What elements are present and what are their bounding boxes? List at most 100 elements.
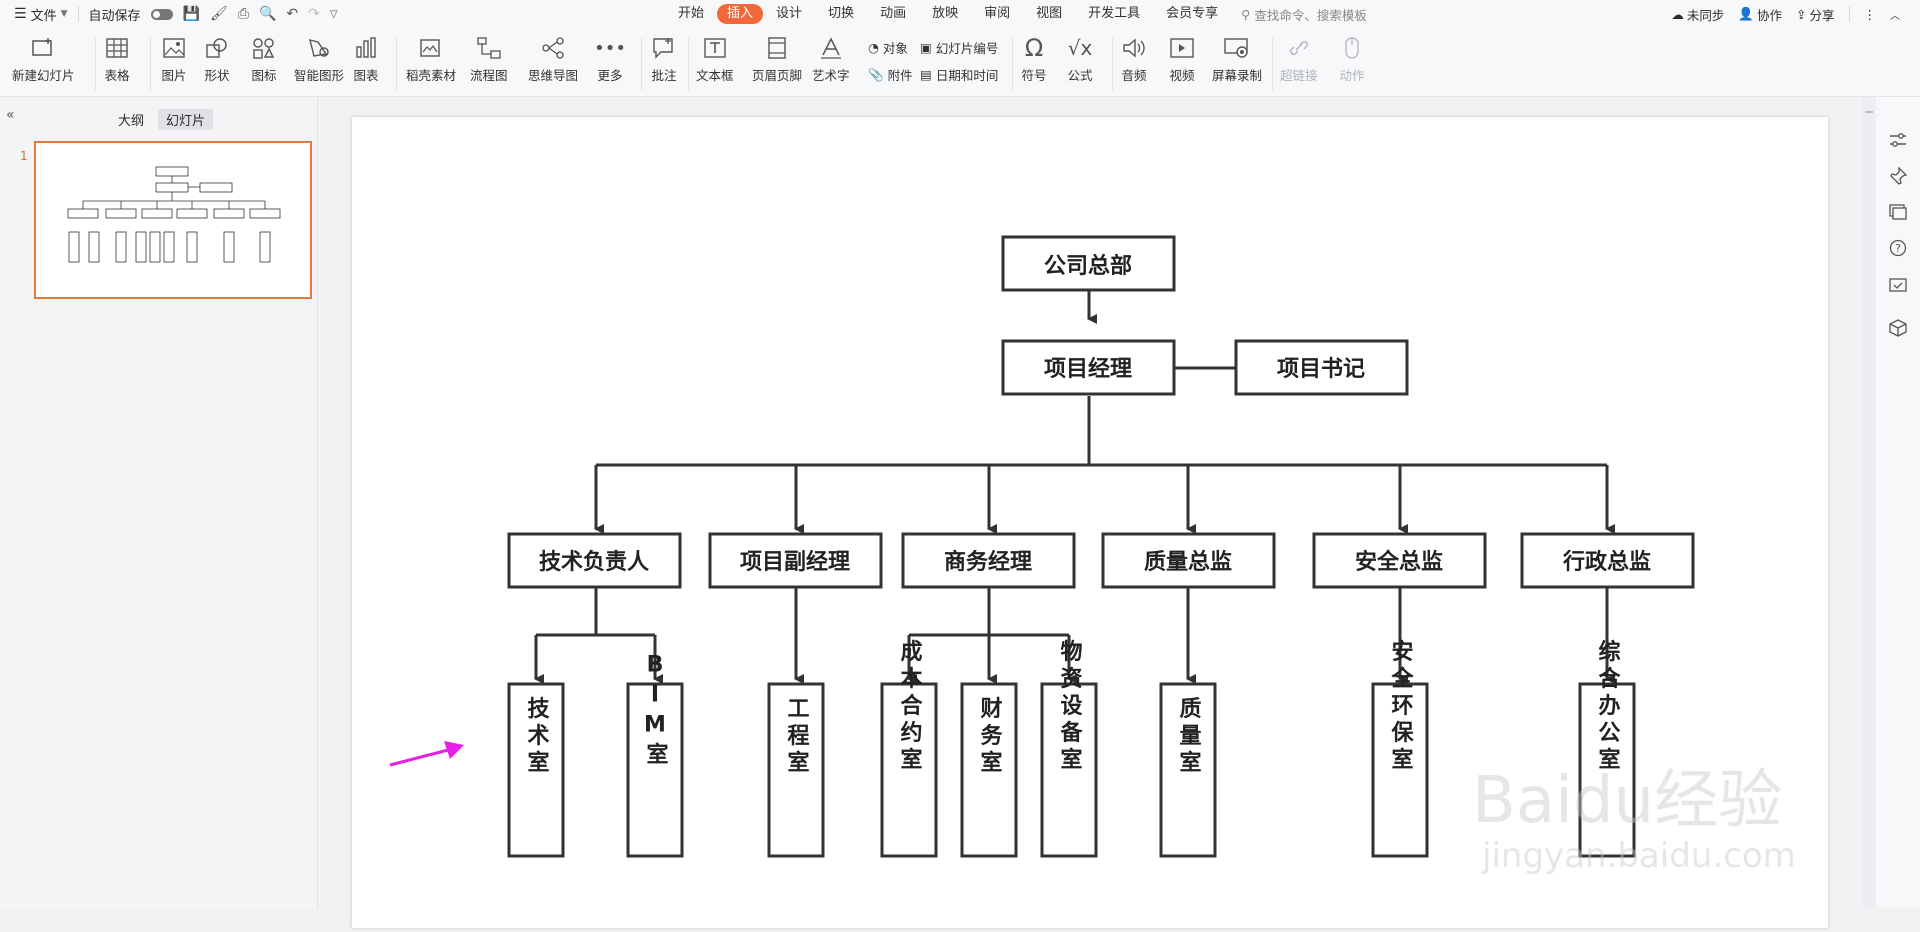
hyperlink-button[interactable]: 超链接 (1280, 34, 1318, 84)
customize-toolbar-icon[interactable]: ▽ (329, 8, 338, 20)
print-preview-icon[interactable]: 🔍 (258, 6, 277, 22)
speaker-icon (1120, 34, 1148, 62)
textbox-label: 文本框 (696, 68, 734, 83)
pin-icon[interactable] (1889, 167, 1907, 185)
org-node-level3[interactable]: 安全环保室 (1371, 639, 1429, 858)
tasks-icon[interactable] (1889, 275, 1907, 293)
org-node-secretary[interactable]: 项目书记 (1234, 339, 1409, 396)
undo-icon[interactable]: ↶ (286, 6, 299, 22)
mindmap-button[interactable]: 思维导图 (528, 34, 578, 84)
slide-thumbnail[interactable] (34, 141, 312, 299)
object-button[interactable]: ◔对象 (868, 38, 908, 57)
org-node-level3[interactable]: 财务室 (960, 682, 1018, 858)
tab-insert[interactable]: 插入 (717, 4, 764, 24)
screen-record-button[interactable]: 屏幕录制 (1212, 34, 1262, 84)
print-icon[interactable]: ⎙ (237, 6, 249, 22)
redo-icon[interactable]: ↷ (308, 6, 320, 22)
org-node-level2[interactable]: 技术负责人 (507, 532, 682, 589)
action-button[interactable]: 动作 (1338, 34, 1366, 84)
slide-number-button[interactable]: ▣幻灯片编号 (920, 38, 998, 57)
help-icon[interactable]: ? (1889, 239, 1907, 257)
autosave-label: 自动保存 (88, 8, 141, 24)
slide-number: 1 (20, 149, 28, 163)
autosave-toggle[interactable] (150, 8, 173, 20)
share-button[interactable]: ⇪ 分享 (1796, 5, 1835, 24)
audio-button[interactable]: 音频 (1120, 34, 1148, 84)
org-node-level3[interactable]: 技术室 (507, 682, 565, 858)
tab-slideshow[interactable]: 放映 (932, 6, 959, 21)
hash-icon: ▣ (920, 40, 932, 55)
tab-outline[interactable]: 大纲 (118, 114, 145, 129)
picture-button[interactable]: 图片 (160, 34, 188, 84)
org-node-level3[interactable]: 综合办公室 (1578, 639, 1636, 858)
menu-button[interactable]: ☰ 文件 ▼ (14, 5, 68, 24)
flowchart-button[interactable]: 流程图 (470, 34, 508, 84)
org-node-level3[interactable]: 质量室 (1159, 682, 1217, 858)
org-node-level3[interactable]: 物资设备室 (1040, 639, 1098, 858)
new-slide-button[interactable]: 新建幻灯片 (12, 34, 75, 84)
org-node-level2[interactable]: 商务经理 (901, 532, 1076, 589)
tab-transitions[interactable]: 切换 (828, 6, 855, 21)
collapse-ribbon-icon[interactable]: ︿ (1890, 10, 1900, 22)
textbox-button[interactable]: 文本框 (696, 34, 734, 84)
tab-developer[interactable]: 开发工具 (1088, 6, 1141, 21)
tab-home[interactable]: 开始 (678, 6, 705, 21)
table-button[interactable]: 表格 (103, 34, 131, 84)
symbol-button[interactable]: Ω 符号 (1020, 34, 1048, 84)
header-footer-icon (763, 34, 791, 62)
attachment-button[interactable]: 📎附件 (868, 65, 913, 84)
save-icon[interactable]: 💾 (182, 6, 200, 22)
collapse-panel-icon[interactable]: « (6, 107, 15, 123)
org-node-level3[interactable]: BIM室 (626, 653, 684, 858)
comment-button[interactable]: 批注 (650, 34, 678, 84)
material-button[interactable]: 稻壳素材 (406, 34, 456, 84)
tab-review[interactable]: 审阅 (984, 6, 1011, 21)
org-node-label: 项目经理 (1044, 356, 1132, 382)
properties-icon[interactable] (1889, 131, 1907, 149)
org-node-level2[interactable]: 安全总监 (1312, 532, 1487, 589)
chart-button[interactable]: 图表 (352, 34, 380, 84)
org-node-level2[interactable]: 质量总监 (1101, 532, 1276, 589)
watermark-logo-text: Baidu经验 (1472, 764, 1782, 838)
slides-library-icon[interactable] (1889, 203, 1907, 221)
scrollbar-grip[interactable] (1865, 111, 1873, 113)
comment-label: 批注 (651, 68, 677, 83)
org-node-level3[interactable]: 成本合约室 (880, 640, 938, 858)
vertical-scrollbar[interactable] (1862, 97, 1876, 908)
smartart-button[interactable]: 智能图形 (294, 34, 344, 84)
sync-button[interactable]: ☁ 未同步 (1671, 5, 1724, 24)
icon-button[interactable]: 图标 (250, 34, 278, 84)
user-icon: 👤 (1738, 6, 1754, 21)
tab-slides[interactable]: 幻灯片 (158, 109, 214, 130)
video-button[interactable]: 视频 (1168, 34, 1196, 84)
collab-button[interactable]: 👤 协作 (1738, 5, 1782, 24)
link-icon (1285, 34, 1313, 62)
shape-button[interactable]: 形状 (203, 34, 231, 84)
box-icon[interactable] (1889, 319, 1907, 337)
wordart-button[interactable]: 艺术字 (812, 34, 850, 84)
icons-icon (250, 34, 278, 62)
tab-design[interactable]: 设计 (776, 6, 803, 21)
org-node-level2[interactable]: 项目副经理 (708, 532, 883, 589)
command-search[interactable]: ⚲ 查找命令、搜索模板 (1241, 5, 1367, 24)
slide-canvas[interactable]: 公司总部 项目经理 项目书记 技术负责人 项目副经理 商务经理 (352, 117, 1828, 928)
format-painter-icon[interactable]: 🖌 (209, 6, 228, 22)
ribbon-tabs: 开始 插入 设计 切换 动画 放映 审阅 视图 开发工具 会员专享 ⚲ 查找命令… (665, 0, 1367, 28)
org-node-root[interactable]: 公司总部 (1001, 235, 1176, 292)
tab-member[interactable]: 会员专享 (1166, 6, 1219, 21)
tab-view[interactable]: 视图 (1036, 6, 1063, 21)
divider (1848, 6, 1850, 22)
datetime-button[interactable]: ▤日期和时间 (920, 65, 998, 84)
header-footer-button[interactable]: 页眉页脚 (752, 34, 802, 84)
formula-button[interactable]: √x 公式 (1066, 34, 1094, 84)
watermark-url-text: jingyan.baidu.com (1481, 836, 1796, 876)
org-node-level3[interactable]: 工程室 (767, 682, 825, 858)
tab-animation[interactable]: 动画 (880, 6, 907, 21)
org-node-pm[interactable]: 项目经理 (1001, 339, 1176, 396)
org-node-label: 安全总监 (1355, 549, 1443, 575)
org-node-label: 物资设备室 (1057, 639, 1084, 775)
more-button[interactable]: ••• 更多 (594, 34, 626, 84)
org-node-level2[interactable]: 行政总监 (1520, 532, 1695, 589)
cloud-icon: ☁ (1671, 6, 1684, 22)
more-options-icon[interactable]: ⋮ (1863, 6, 1877, 22)
